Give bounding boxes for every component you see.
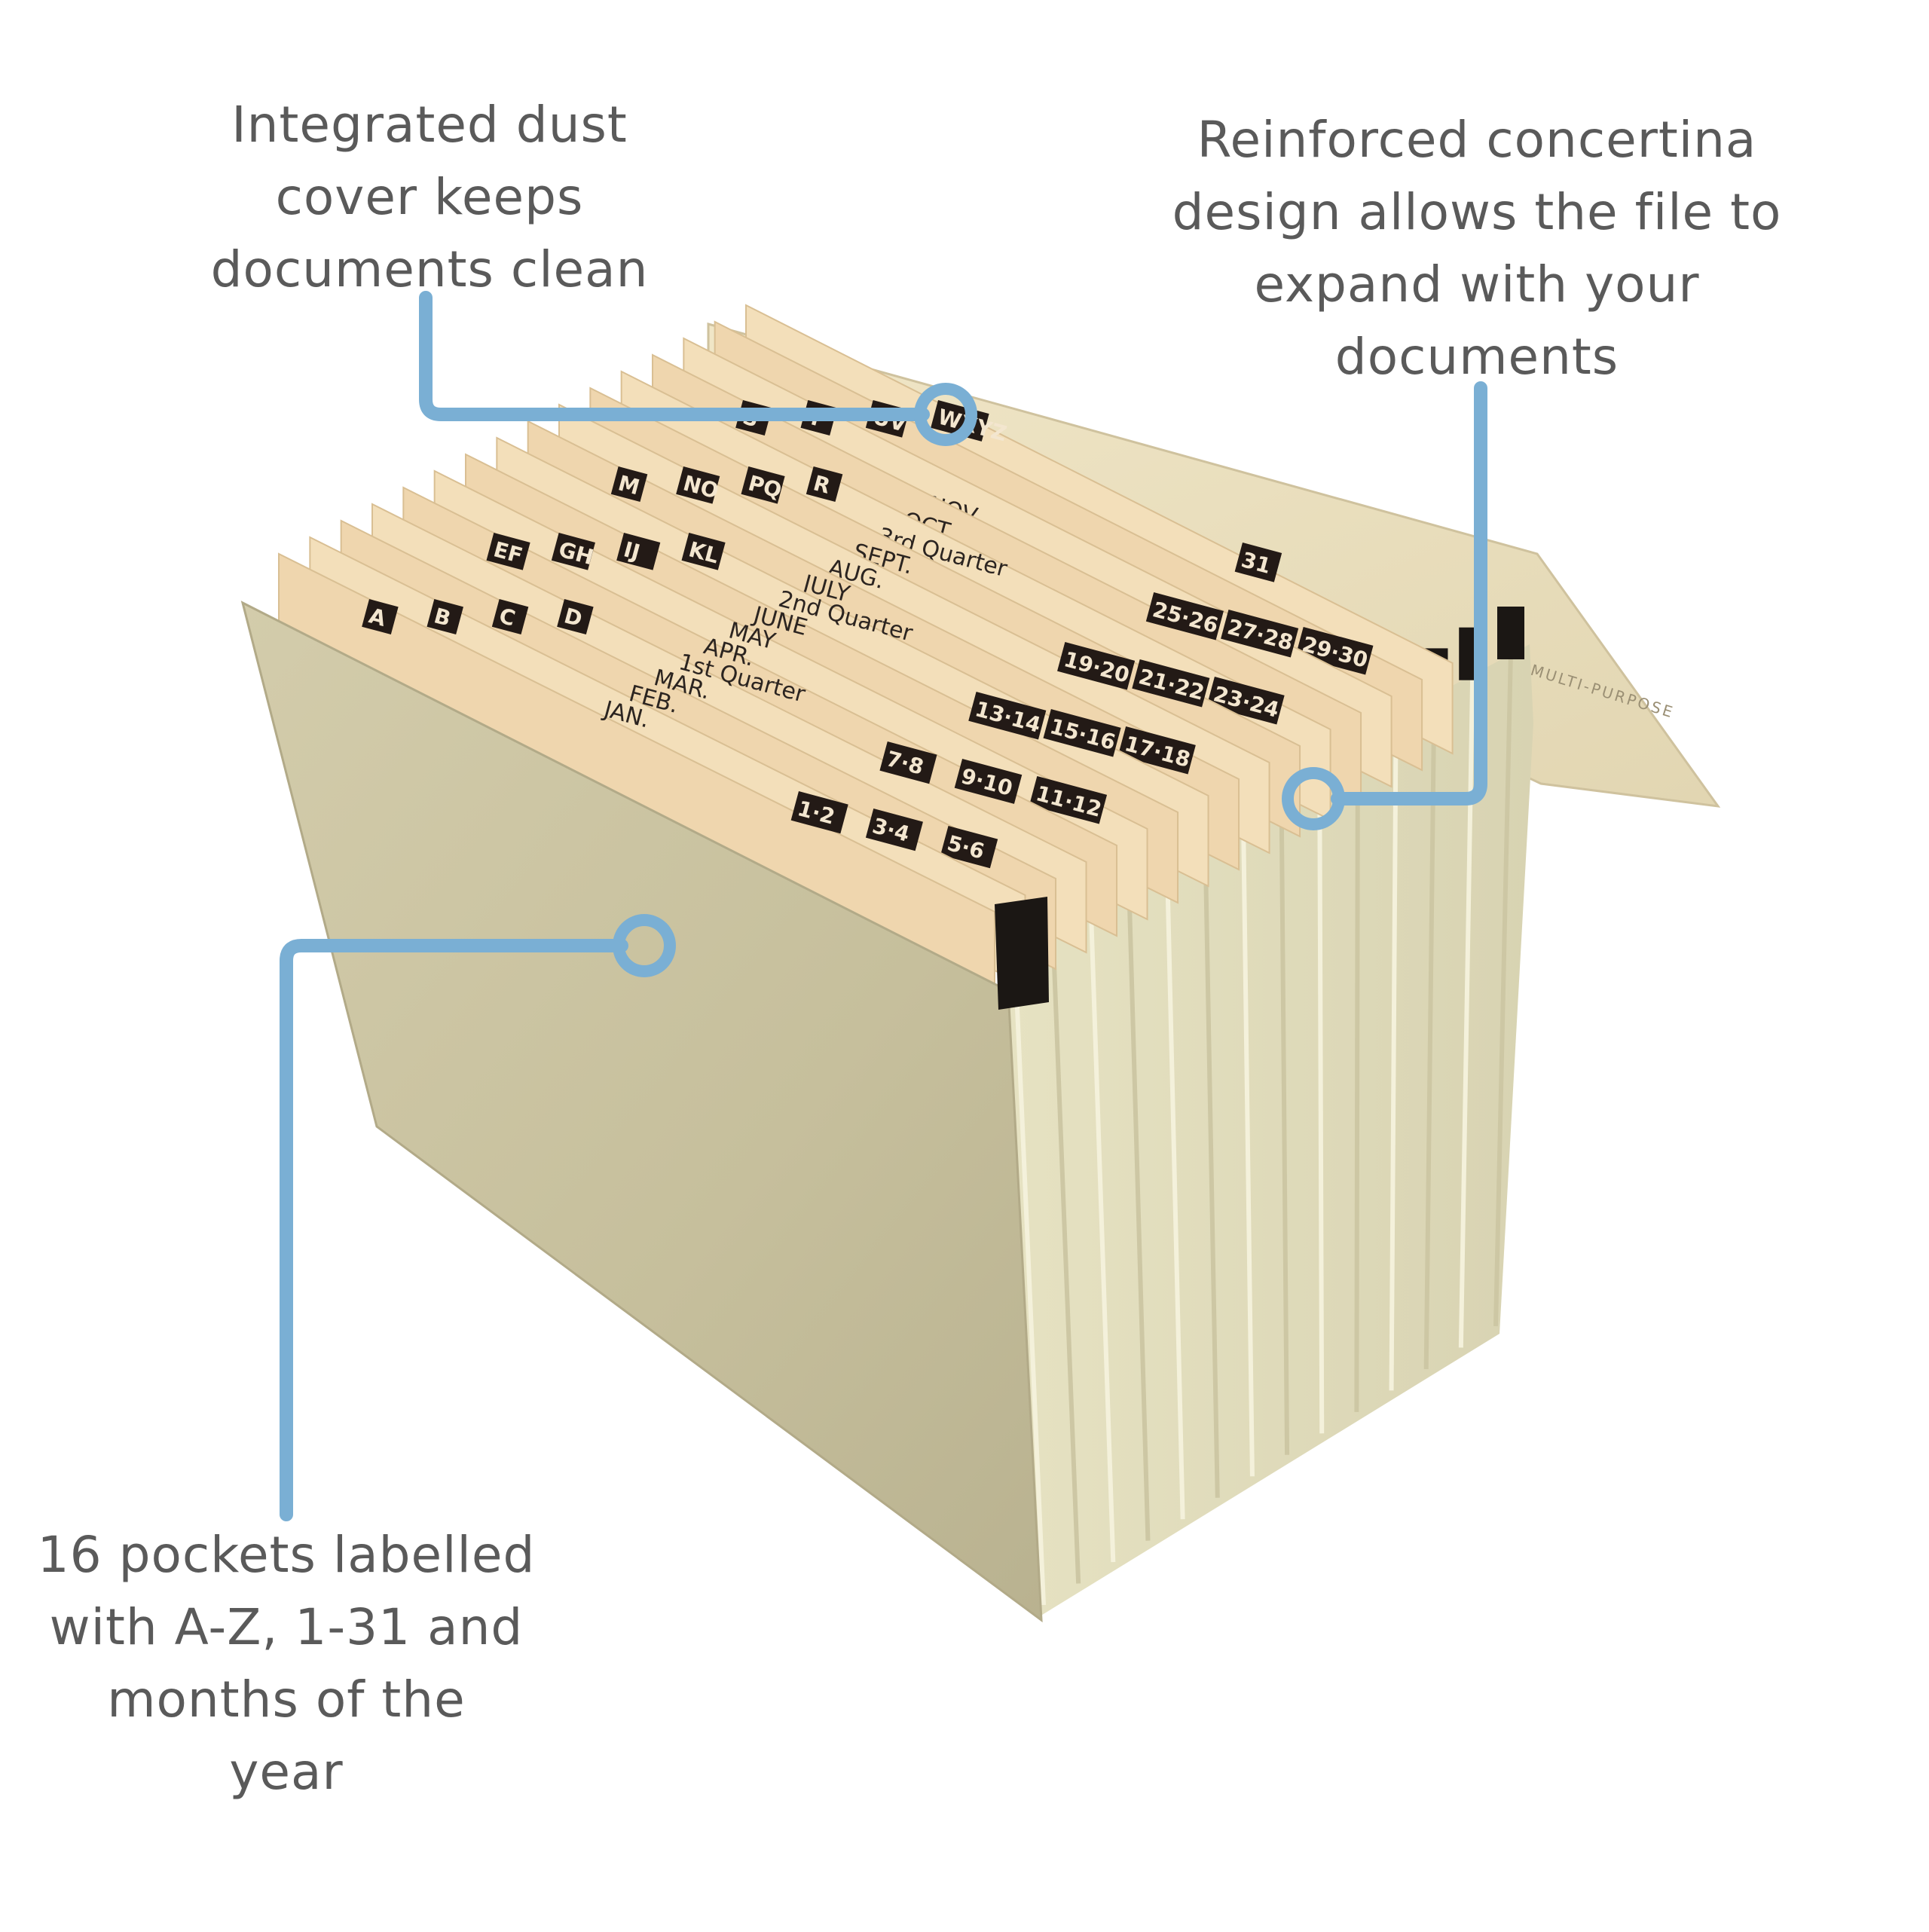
number-tab — [865, 809, 923, 851]
callout-line: design allows the file to — [1172, 183, 1782, 241]
callout-line: Reinforced concertina — [1197, 111, 1757, 169]
callout-line: documents clean — [210, 240, 649, 298]
pleat-fold — [1423, 693, 1437, 1369]
number-tab — [1029, 776, 1108, 824]
callout-line: expand with your — [1254, 255, 1700, 313]
callout-connectors — [280, 291, 1487, 1521]
callout-line: cover keeps — [275, 168, 584, 226]
pockets-callout: 16 pockets labelled with A-Z, 1-31 and m… — [23, 1519, 550, 1808]
number-tab — [1043, 709, 1121, 757]
pleat-fold — [1493, 651, 1513, 1327]
number-tab — [879, 741, 937, 784]
pockets-connector — [280, 939, 628, 1521]
pleat-fold — [1317, 756, 1325, 1434]
pleat-fold — [1389, 714, 1399, 1391]
number-tab — [940, 826, 998, 869]
alpha-tab — [557, 599, 594, 635]
number-tab — [968, 692, 1047, 740]
concertina-marker — [1282, 767, 1345, 830]
dust-cover-connector — [419, 291, 930, 421]
number-tab — [1206, 677, 1285, 725]
pleat-fold — [1240, 797, 1255, 1477]
alpha-tab — [486, 533, 530, 570]
alpha-tab — [551, 533, 595, 570]
number-tab — [1145, 592, 1224, 640]
pleat-fold — [1458, 672, 1475, 1348]
pleat-fold — [1126, 860, 1151, 1541]
pockets-marker — [613, 914, 676, 977]
alpha-tab — [426, 598, 463, 635]
concertina-connector — [1331, 381, 1487, 806]
number-tab — [954, 758, 1023, 804]
pleat-fold — [1279, 777, 1290, 1455]
pleat-fold — [1049, 902, 1081, 1584]
alpha-tab — [610, 466, 648, 503]
concertina-callout: Reinforced concertina design allows the … — [1115, 104, 1839, 393]
number-tab — [1234, 542, 1282, 582]
pleat-fold — [1087, 881, 1116, 1563]
callout-line: months of the — [107, 1671, 466, 1729]
callout-line: 16 pockets labelled — [37, 1526, 536, 1584]
pleat-fold — [1202, 818, 1220, 1498]
alpha-tab — [491, 598, 529, 635]
alpha-tab — [681, 533, 726, 570]
alpha-tab — [616, 533, 661, 570]
number-tab — [1132, 659, 1210, 708]
alpha-tab — [741, 466, 785, 504]
pleat-binding — [1497, 607, 1524, 659]
callout-line: with A-Z, 1-31 and — [49, 1598, 524, 1656]
callout-line: Integrated dust — [231, 96, 628, 154]
alpha-tab — [806, 466, 843, 503]
number-tab — [1117, 726, 1196, 775]
pleat-fold — [1354, 735, 1360, 1412]
pleat-fold — [1164, 839, 1185, 1520]
number-tab — [1295, 626, 1374, 675]
number-tab — [1057, 642, 1136, 690]
index-dividers: WXYZ31UV29·30T27·28NOV.S25·26OCT.R23·243… — [278, 304, 1454, 1004]
alpha-tab — [362, 598, 399, 635]
pleat-fold — [1011, 922, 1046, 1606]
number-tab — [1221, 609, 1299, 658]
dust-cover-callout: Integrated dust cover keeps documents cl… — [166, 89, 693, 306]
number-tab — [790, 791, 848, 834]
callout-line: documents — [1334, 328, 1619, 386]
alpha-tab — [676, 466, 720, 504]
dust-cover-marker — [914, 383, 977, 446]
callout-line: year — [229, 1743, 344, 1801]
front-binding — [995, 897, 1049, 1010]
